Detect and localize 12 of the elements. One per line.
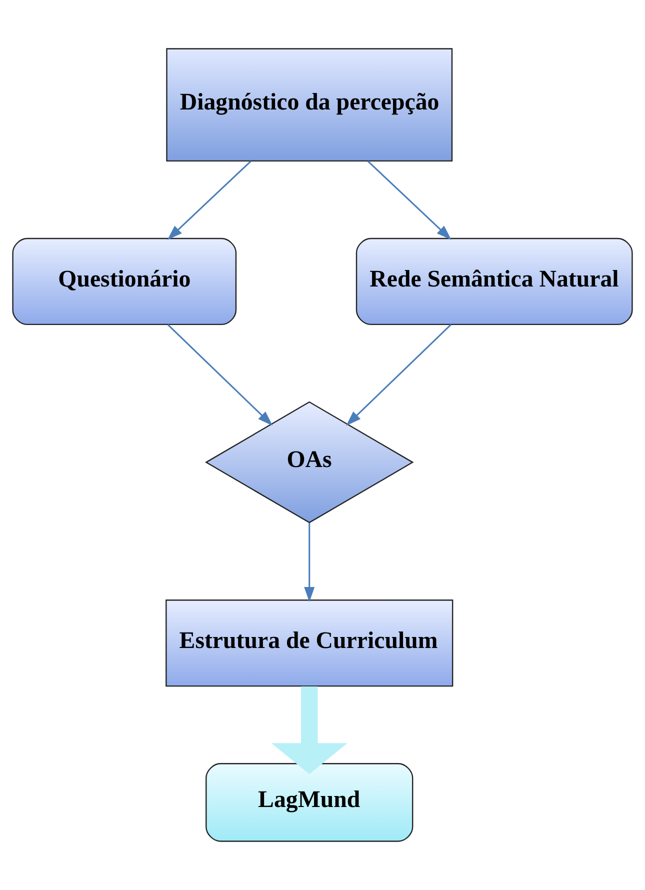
arrow [304, 522, 315, 602]
arrow [346, 324, 452, 426]
arrow [167, 324, 273, 426]
node-diamond: OAs [204, 401, 414, 524]
node-box: Rede Semântica Natural [356, 238, 633, 326]
node-box: Estrutura de Curriculum [166, 600, 454, 687]
arrow [271, 686, 348, 774]
node-box: LagMund [206, 763, 414, 842]
node-box: Questionário [12, 238, 237, 326]
arrow [167, 160, 252, 240]
node-box: Diagnóstico da percepção [166, 48, 453, 162]
arrow [367, 160, 452, 240]
